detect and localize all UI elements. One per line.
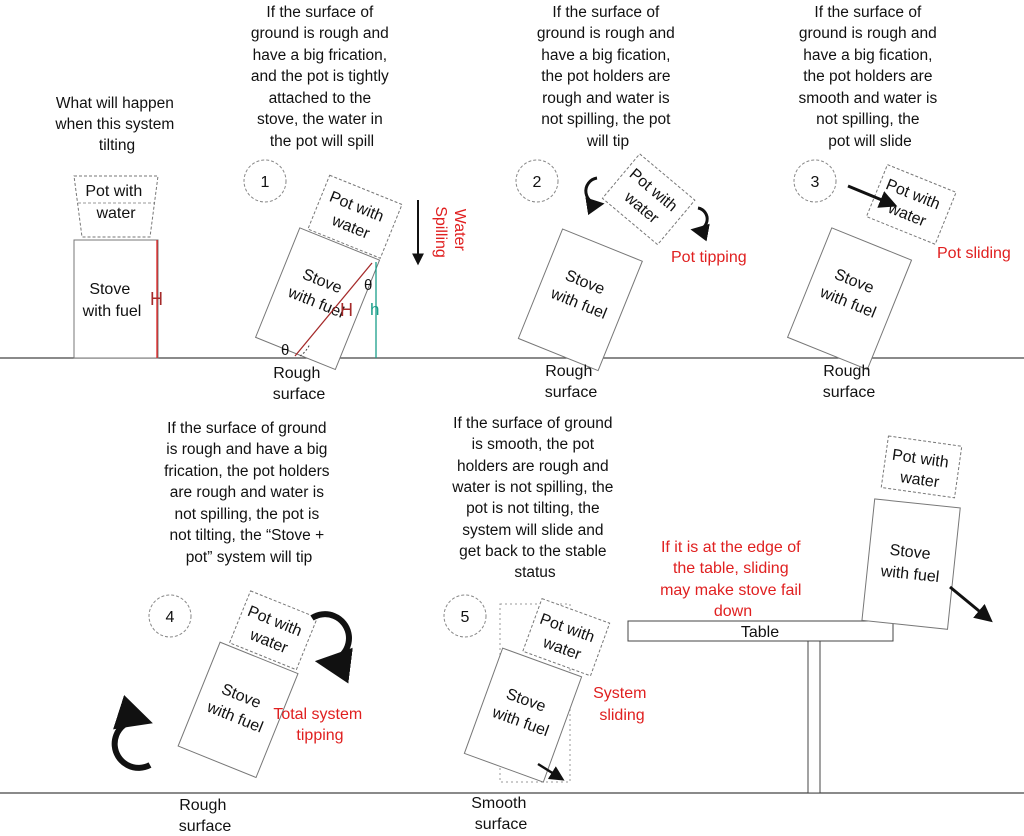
panel-5-stove (463, 647, 583, 783)
panel-1-H-label: H (340, 300, 353, 320)
table-top (627, 620, 894, 642)
panel-2-rotate-left-arrow (584, 176, 605, 216)
stove-label: Stove with fuel (82, 281, 142, 320)
table-leg (807, 640, 821, 794)
panel-1-theta-bottom: θ (281, 342, 289, 359)
table-label: Table (741, 624, 779, 641)
panel-2-surface-label: Rough surface (545, 363, 598, 401)
panel-1-pot (307, 174, 403, 259)
height-label-H: H (150, 289, 163, 309)
panel-1: If the surface of ground is rough and ha… (243, 4, 468, 403)
panel-1-number-circle (243, 159, 287, 203)
panel-5-system: Pot with water Stove with fuel (463, 597, 611, 783)
panel-3-stove (786, 227, 913, 371)
panel-6-pot-group: Pot with water (880, 435, 963, 499)
panel-1-stove (254, 227, 381, 371)
table-edge-note: If it is at the edge of the table, slidi… (660, 539, 806, 620)
panel-4-rotate-arrow-bottom (111, 695, 153, 771)
panel-5-slide-arrow (537, 762, 565, 781)
panel-2-rotate-right-arrow (690, 206, 710, 242)
panel-4-number-circle (148, 594, 192, 638)
panel-1-number: 1 (261, 174, 270, 191)
panel-3-surface-label: Rough surface (823, 363, 876, 401)
stove-shape (73, 239, 159, 359)
panel-3-slide-arrow (847, 184, 898, 208)
panel-6-stove (861, 498, 961, 630)
panel-2-stove-group: Stove with fuel (517, 228, 643, 372)
panel-5-caption: If the surface of ground is smooth, the … (451, 415, 617, 581)
panel-4-number: 4 (166, 609, 175, 626)
panel-3-effect-label: Pot sliding (937, 245, 1011, 262)
panel-4-stove (177, 641, 299, 779)
panel-2-pot (601, 153, 696, 246)
panel-4: If the surface of ground is rough and ha… (111, 420, 366, 835)
panel-3-pot (865, 163, 957, 245)
panel-2-stove (517, 228, 643, 372)
panel-0: What will happen when this system tiltin… (54, 95, 178, 359)
panel-3: If the surface of ground is rough and ha… (786, 4, 1011, 401)
panel-5-pot (522, 597, 611, 677)
panel-6: If it is at the edge of the table, slidi… (627, 435, 993, 794)
panel-6-stove-label: Stove with fuel (879, 541, 942, 586)
panel-4-system: Pot with water Stove with fuel (177, 590, 318, 779)
panel-2-pot-group: Pot with water (601, 153, 696, 246)
panel-5: If the surface of ground is smooth, the … (443, 415, 651, 833)
panel-2-caption: If the surface of ground is rough and ha… (537, 4, 679, 150)
pot-shape (73, 175, 159, 238)
panel-1-system: Pot with water Stove with fuel (254, 174, 403, 371)
panel-3-stove-group: Stove with fuel (786, 227, 913, 371)
panel-5-surface-label: Smooth surface (471, 795, 531, 833)
panel-1-caption: If the surface of ground is rough and ha… (251, 4, 393, 150)
panel-2-number-circle (515, 159, 559, 203)
panel-1-angle-arc (299, 343, 311, 357)
panel-1-surface-label: Rough surface (273, 365, 326, 403)
panel-4-caption: If the surface of ground is rough and ha… (164, 420, 334, 566)
panel-1-h-label: h (370, 300, 379, 319)
panel-1-theta-top: θ (364, 277, 372, 294)
panel-2: If the surface of ground is rough and ha… (515, 4, 747, 401)
panel-5-number: 5 (461, 609, 470, 626)
panel-4-pot (228, 590, 318, 671)
pot-label: Pot with water (85, 183, 146, 222)
panel-4-effect-label: Total system tipping (273, 706, 366, 744)
panel-3-number-circle (793, 159, 837, 203)
panel-3-pot-group: Pot with water (865, 163, 957, 245)
panel-4-rotate-arrow-top (310, 611, 353, 684)
panel-2-effect-label: Pot tipping (671, 249, 747, 266)
panel-6-pot-label: Pot with water (888, 447, 954, 493)
question-caption: What will happen when this system tiltin… (54, 95, 178, 154)
panel-5-number-circle (443, 594, 487, 638)
panel-2-number: 2 (533, 174, 542, 191)
panel-4-surface-label: Rough surface (179, 797, 232, 835)
panel-6-stove-group: Stove with fuel (861, 498, 961, 630)
panel-6-fall-arrow (949, 585, 993, 623)
panel-1-H-line (294, 262, 373, 357)
panel-3-caption: If the surface of ground is rough and ha… (798, 4, 941, 150)
panel-3-number: 3 (811, 174, 820, 191)
panel-5-effect-label: System sliding (593, 685, 651, 724)
panel-6-pot (880, 435, 963, 499)
panel-1-water-spilling-label: Water Spilling (432, 206, 468, 258)
